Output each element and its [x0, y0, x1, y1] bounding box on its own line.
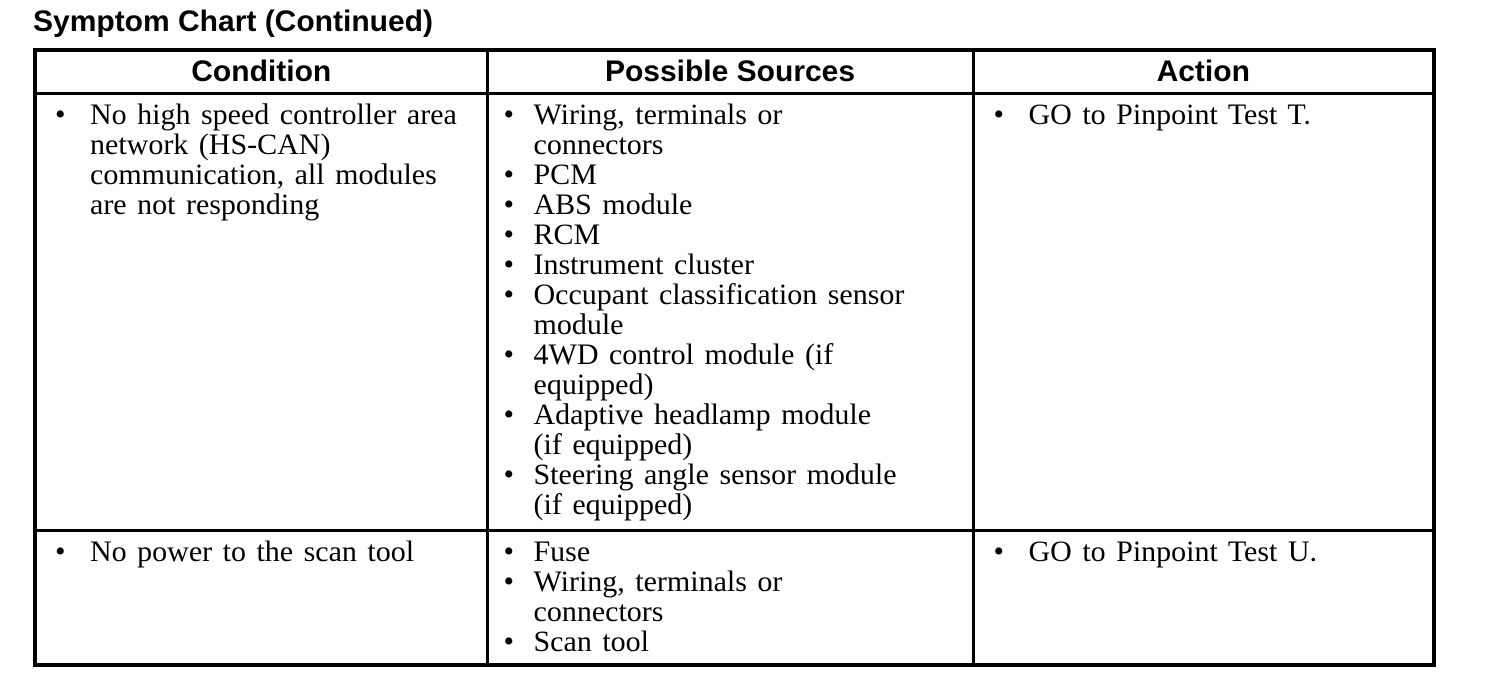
bullet-icon: •: [503, 625, 515, 658]
list-item-text: Adaptive headlamp module (if equipped): [533, 398, 872, 461]
bullet-icon: •: [503, 535, 515, 568]
list-item: • 4WD control module (if equipped): [489, 340, 966, 400]
list-item-text: GO to Pinpoint Test T.: [1028, 98, 1311, 131]
column-header-action: Action: [971, 48, 1436, 95]
list-item-text: GO to Pinpoint Test U.: [1028, 535, 1318, 568]
list-item: • Steering angle sensor module (if equipp…: [489, 460, 966, 520]
list-item: • PCM: [489, 160, 966, 190]
bullet-icon: •: [503, 565, 515, 598]
list-item-text: No high speed controller area network (H…: [90, 98, 457, 221]
list-item-text: RCM: [533, 218, 601, 251]
bullet-icon: •: [503, 98, 515, 131]
bullet-icon: •: [993, 98, 1005, 131]
bullet-icon: •: [503, 278, 515, 311]
cell-sources: • Fuse • Wiring, terminals or connectors • Sc…: [485, 529, 975, 667]
list-item-text: Occupant classification sensor module: [533, 278, 905, 341]
bullet-icon: •: [55, 98, 66, 131]
bullet-icon: •: [993, 535, 1005, 568]
list-item-text: Fuse: [533, 535, 591, 568]
list-item: • Scan tool: [489, 627, 966, 657]
list-item: • No high speed controller area network (…: [37, 100, 480, 220]
bullet-icon: •: [503, 218, 515, 251]
list-item-text: Wiring, terminals or connectors: [533, 98, 783, 161]
page-title: Symptom Chart (Continued): [33, 5, 433, 38]
list-item: • Wiring, terminals or connectors: [489, 567, 966, 627]
column-header-condition: Condition: [33, 48, 489, 95]
bullet-list: • Fuse • Wiring, terminals or connectors • Sc…: [489, 537, 966, 657]
bullet-icon: •: [503, 188, 515, 221]
list-item: • Adaptive headlamp module (if equipped): [489, 400, 966, 460]
list-item: • No power to the scan tool: [37, 537, 480, 567]
bullet-list: • No high speed controller area network (…: [37, 100, 480, 220]
table-row: • No power to the scan tool • Fuse • Wiring, …: [33, 529, 1436, 667]
list-item: • GO to Pinpoint Test U.: [975, 537, 1427, 567]
list-item-text: Wiring, terminals or connectors: [533, 565, 783, 628]
cell-condition: • No power to the scan tool: [33, 529, 489, 667]
bullet-icon: •: [503, 398, 515, 431]
list-item: • RCM: [489, 220, 966, 250]
bullet-icon: •: [503, 248, 515, 281]
bullet-icon: •: [503, 338, 515, 371]
bullet-list: • GO to Pinpoint Test U.: [975, 537, 1427, 567]
list-item-text: 4WD control module (if equipped): [533, 338, 834, 401]
list-item-text: ABS module: [533, 188, 693, 221]
column-header-possible-sources: Possible Sources: [485, 48, 975, 95]
list-item: • Wiring, terminals or connectors: [489, 100, 966, 160]
list-item: • Instrument cluster: [489, 250, 966, 280]
list-item: • GO to Pinpoint Test T.: [975, 100, 1427, 130]
list-item: • Fuse: [489, 537, 966, 567]
list-item-text: Scan tool: [533, 625, 650, 658]
list-item: • Occupant classification sensor module: [489, 280, 966, 340]
bullet-list: • No power to the scan tool: [37, 537, 480, 567]
cell-condition: • No high speed controller area network (…: [33, 92, 489, 532]
list-item-text: No power to the scan tool: [90, 535, 415, 568]
list-item: • ABS module: [489, 190, 966, 220]
list-item-text: PCM: [533, 158, 597, 191]
bullet-icon: •: [503, 158, 515, 191]
bullet-list: • GO to Pinpoint Test T.: [975, 100, 1427, 130]
bullet-icon: •: [503, 458, 515, 491]
bullet-icon: •: [55, 535, 66, 568]
cell-sources: • Wiring, terminals or connectors • PCM • ABS…: [485, 92, 975, 532]
table-row: • No high speed controller area network (…: [33, 92, 1436, 532]
symptom-chart-table: Condition Possible Sources Action • No hi…: [33, 48, 1436, 667]
list-item-text: Steering angle sensor module (if equippe…: [533, 458, 897, 521]
header-row: Condition Possible Sources Action: [33, 48, 1436, 95]
cell-action: • GO to Pinpoint Test U.: [971, 529, 1436, 667]
list-item-text: Instrument cluster: [533, 248, 754, 281]
bullet-list: • Wiring, terminals or connectors • PCM • ABS…: [489, 100, 966, 520]
cell-action: • GO to Pinpoint Test T.: [971, 92, 1436, 532]
